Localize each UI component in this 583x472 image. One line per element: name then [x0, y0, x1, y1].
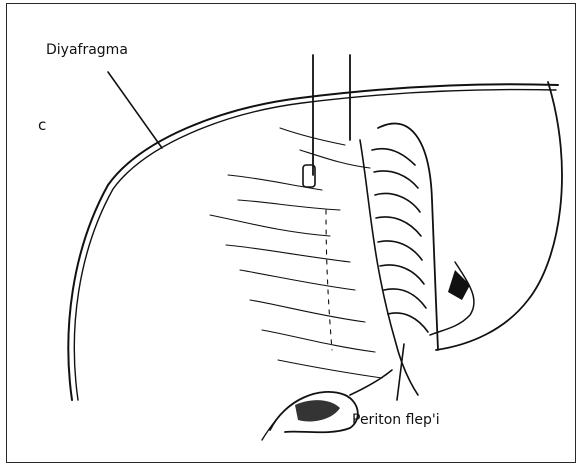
flap-inner-edge — [360, 140, 418, 395]
stomach-outline — [436, 82, 562, 350]
peritoneal-flap-label: Periton flep'i — [352, 412, 440, 428]
diaphragm-outline-inner — [74, 90, 556, 400]
lower-organ-shade — [295, 400, 340, 421]
flap-fold-marks — [372, 149, 428, 332]
diaphragm-leader-line — [108, 72, 162, 148]
shadow-patch — [448, 270, 470, 300]
lower-organ-tail — [262, 420, 276, 440]
surface-hatching — [210, 128, 382, 378]
diaphragm-label: Diyafragma — [46, 42, 128, 58]
panel-letter: c — [38, 116, 46, 134]
